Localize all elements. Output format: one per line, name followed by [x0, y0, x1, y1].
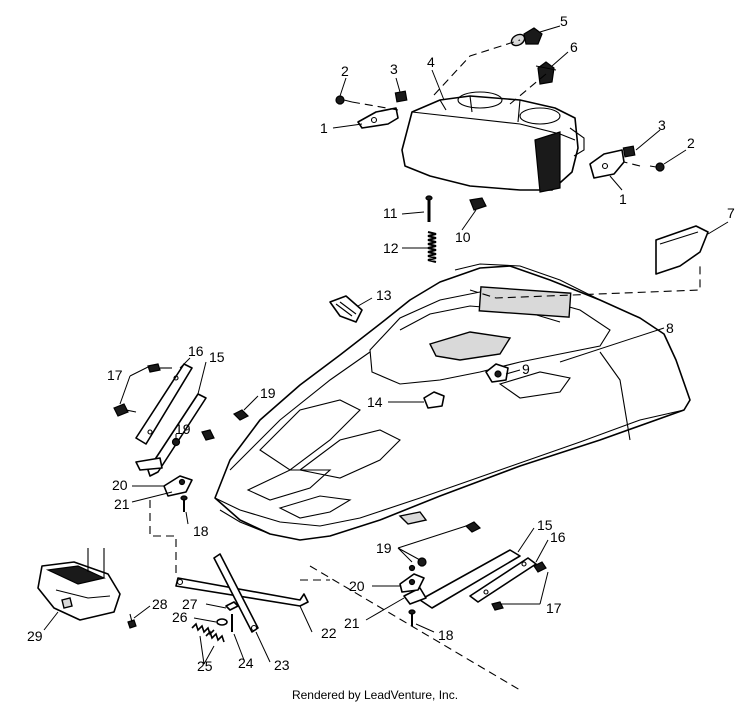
callout-2-left: 2: [341, 63, 349, 79]
screw-18-left: [180, 495, 188, 512]
mount-bracket-left: [357, 107, 399, 129]
nut-19-inner: [201, 429, 215, 441]
callout-23: 23: [274, 657, 290, 673]
bolt: [425, 195, 433, 222]
screw-right: [649, 162, 665, 172]
hinge-plate-right: [469, 557, 537, 603]
ring-26: [216, 618, 228, 626]
clip-left: [394, 90, 408, 103]
callout-15-right: 15: [537, 517, 553, 533]
callout-14: 14: [367, 394, 383, 410]
callout-20-left: 20: [112, 477, 128, 493]
screw-28: [127, 613, 137, 629]
callout-28: 28: [152, 596, 168, 612]
callout-16-left: 16: [188, 343, 204, 359]
callout-9: 9: [522, 361, 530, 377]
callout-20-right: 20: [349, 578, 365, 594]
clip-27: [225, 601, 239, 611]
nut-19-hood: [232, 409, 250, 421]
screw-left: [335, 95, 353, 105]
callout-13: 13: [376, 287, 392, 303]
callout-18-right: 18: [438, 627, 454, 643]
support-leg: [213, 553, 259, 633]
hinge-arm-left: [135, 393, 207, 477]
callout-11: 11: [383, 205, 398, 221]
clip-right: [622, 145, 636, 158]
assembly-lines: [149, 39, 701, 691]
spring-25: [191, 622, 225, 643]
callout-10: 10: [455, 229, 471, 245]
spring: [427, 231, 437, 263]
nut-19-right-c: [408, 564, 416, 572]
retainer-clip: [469, 197, 487, 211]
nut-19-right-a: [464, 521, 482, 533]
support-rod: [175, 577, 309, 607]
callout-7: 7: [727, 205, 735, 221]
callout-21-right: 21: [344, 615, 360, 631]
mount-bracket-right: [589, 149, 625, 179]
callout-2-right: 2: [687, 135, 695, 151]
callout-1-left: 1: [320, 120, 328, 136]
callout-15-left: 15: [209, 349, 225, 365]
callout-24: 24: [238, 655, 254, 671]
callout-19-right: 19: [376, 540, 392, 556]
callout-4: 4: [427, 54, 435, 70]
callout-22: 22: [321, 625, 337, 641]
callout-1-right: 1: [619, 191, 627, 207]
bracket-20-right: [399, 573, 425, 593]
footer-credit: Rendered by LeadVenture, Inc.: [292, 688, 458, 702]
callout-26: 26: [172, 609, 188, 625]
callout-17-right: 17: [546, 600, 562, 616]
callout-18-left: 18: [193, 523, 209, 539]
screw-18-right: [408, 609, 416, 626]
callout-25: 25: [197, 658, 213, 674]
callout-17-left: 17: [107, 367, 123, 383]
callout-21-left: 21: [114, 496, 130, 512]
bracket-20-left: [163, 475, 193, 497]
hood: [214, 263, 691, 541]
leader-lines: [43, 25, 729, 665]
callout-16-right: 16: [550, 529, 566, 545]
callout-12: 12: [383, 240, 399, 256]
bulb: [510, 27, 543, 47]
hinge-arm-right: [403, 549, 521, 609]
callout-3-left: 3: [390, 61, 398, 77]
callout-27: 27: [182, 596, 198, 612]
callout-8: 8: [666, 320, 674, 336]
headlight-housing: [401, 91, 585, 193]
callout-19-hood: 19: [260, 385, 276, 401]
callout-5: 5: [560, 13, 568, 29]
callout-19-left: 19: [175, 421, 191, 437]
bolts-17-left: [113, 363, 172, 417]
callout-29: 29: [27, 628, 43, 644]
callout-6: 6: [570, 39, 578, 55]
callout-3-right: 3: [658, 117, 666, 133]
lens-cover: [655, 225, 709, 275]
hinge-plate-left: [135, 363, 193, 445]
latch: [423, 391, 445, 409]
callouts: 1 2 3 4 5 6 3 2 1 7 11 10 12 13 8 9 14 1…: [27, 13, 735, 674]
front-bumper: [37, 548, 121, 621]
pad: [329, 295, 363, 323]
bulb-socket: [535, 61, 557, 85]
